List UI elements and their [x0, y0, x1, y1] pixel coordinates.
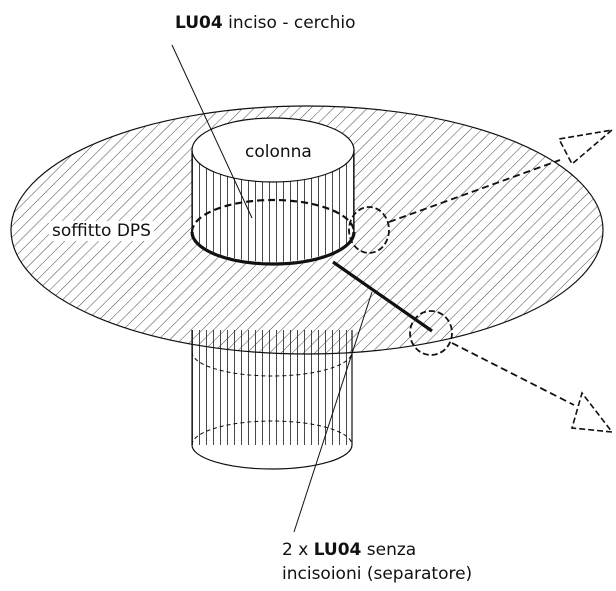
label-top-code: LU04 [175, 13, 223, 33]
label-lu04-separatore: 2 x LU04 senza incisoioni (separatore) [282, 540, 472, 584]
label-top-rest: inciso - cerchio [222, 13, 356, 33]
column-upper-part [191, 117, 355, 262]
detail-arrow-1-head [557, 128, 615, 166]
label-bottom-line1: 2 x LU04 senza [282, 540, 472, 560]
column-ceiling-intersection-below [191, 351, 353, 377]
label-bottom-line2: incisoioni (separatore) [282, 564, 473, 584]
label-colonna: colonna [245, 142, 312, 162]
leader-top [171, 44, 253, 219]
detail-circle-1 [348, 206, 390, 254]
column-base-back-edge [191, 420, 353, 446]
label-bottom-rest: senza [361, 540, 417, 560]
column-base-front-edge [191, 444, 353, 470]
leader-bottom [293, 291, 373, 533]
label-bottom-code: LU04 [313, 540, 362, 560]
detail-arrow-2-head [570, 391, 614, 433]
lu04-circle-front [190, 231, 356, 266]
label-bottom-prefix: 2 x [282, 540, 314, 560]
label-soffitto-dps: soffitto DPS [49, 221, 154, 241]
detail-circle-2 [409, 310, 453, 356]
detail-arrow-2-shaft [451, 342, 575, 406]
lu04-circle-back [190, 198, 356, 233]
detail-arrow-1-shaft [388, 159, 561, 223]
label-lu04-inciso-cerchio: LU04 inciso - cerchio [175, 13, 356, 33]
